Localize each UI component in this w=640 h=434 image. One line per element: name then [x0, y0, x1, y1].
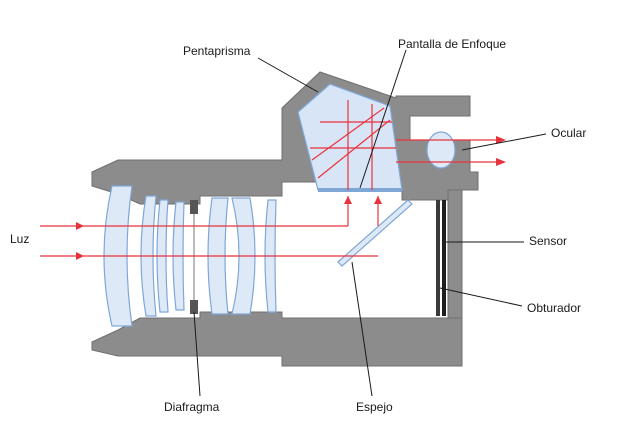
prism-ray-6	[317, 119, 391, 179]
eyepiece-lens	[426, 131, 456, 169]
arrow-in-1	[76, 222, 84, 230]
rear-wall	[447, 189, 463, 319]
label-luz: Luz	[10, 232, 30, 246]
diaphragm-bottom-blade	[190, 300, 198, 314]
sensor	[442, 200, 446, 316]
leader-pantalla	[359, 49, 407, 189]
diaphragm	[190, 200, 198, 314]
arrow-up-1	[344, 196, 352, 204]
leader-diafragma	[193, 311, 201, 397]
light-rays	[40, 100, 504, 257]
label-pantalla-de-enfoque: Pantalla de Enfoque	[398, 37, 507, 51]
ray-arrows	[76, 136, 506, 260]
arrow-up-2	[374, 196, 382, 204]
focus-screen	[318, 188, 402, 192]
label-espejo: Espejo	[356, 400, 393, 414]
leader-ocular	[461, 133, 547, 151]
arrow-in-2	[76, 252, 84, 260]
arrow-out-1	[496, 136, 506, 144]
label-diafragma: Diafragma	[164, 400, 220, 414]
arrow-out-2	[496, 158, 506, 166]
leader-lines	[193, 49, 547, 397]
diaphragm-top-blade	[190, 200, 198, 214]
leader-obturador	[439, 287, 523, 307]
label-ocular: Ocular	[551, 126, 587, 140]
prism-ray-5	[311, 107, 385, 161]
shutter	[436, 200, 440, 316]
lens-barrel-top	[91, 71, 479, 205]
label-pentaprisma: Pentaprisma	[183, 44, 251, 58]
leader-espejo	[351, 261, 373, 397]
mirror	[337, 199, 413, 267]
label-sensor: Sensor	[529, 234, 568, 248]
leader-pentaprisma	[257, 57, 319, 93]
label-obturador: Obturador	[527, 301, 582, 315]
